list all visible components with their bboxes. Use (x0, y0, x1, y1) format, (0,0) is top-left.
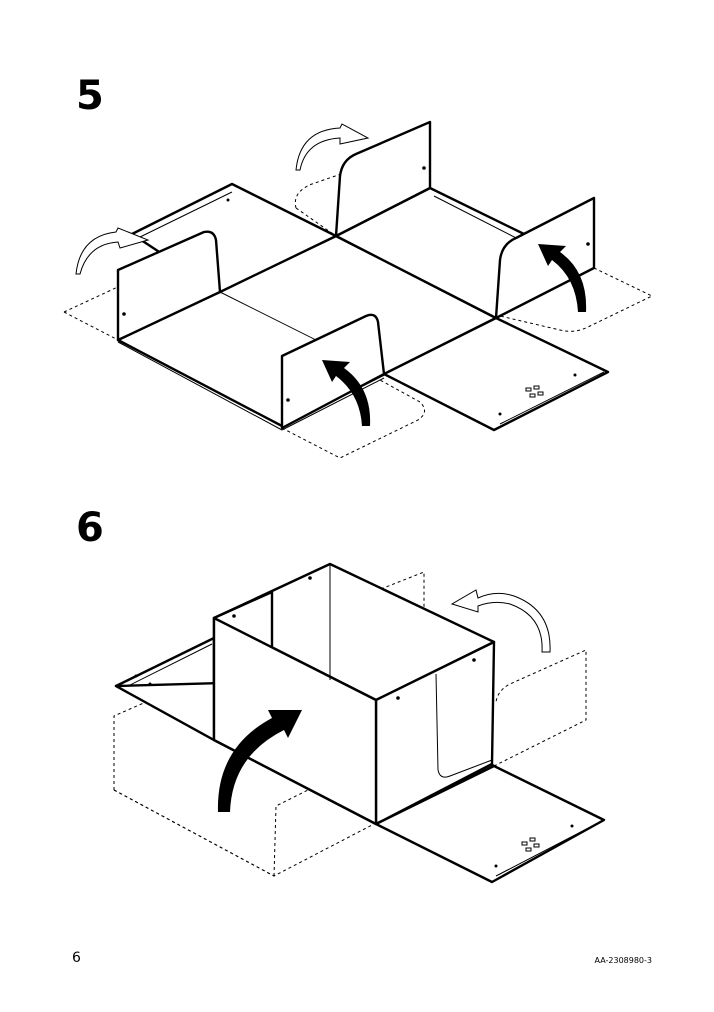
curved-arrow-icon (322, 360, 371, 426)
step-6-illustration (113, 562, 606, 884)
curved-arrow-icon (75, 227, 150, 275)
back-side-wall (334, 120, 432, 238)
curved-arrow-icon (217, 710, 302, 812)
curved-arrow-icon (538, 244, 587, 312)
dashed-flap-outlines (63, 161, 654, 459)
page-number: 6 (72, 950, 81, 966)
panel-holes (494, 824, 574, 868)
left-side-wall (116, 230, 222, 342)
step-number-5: 5 (76, 73, 104, 119)
step-5-illustration (63, 120, 654, 459)
bottom-extension-panel (382, 316, 610, 432)
curved-arrow-icon (295, 123, 370, 171)
fold-arrows (75, 123, 587, 426)
bottom-extension-panel (374, 764, 606, 884)
step-number-6: 6 (76, 505, 104, 551)
panel-holes (226, 198, 577, 416)
curved-arrow-icon (450, 589, 551, 653)
document-code: AA-2308980-3 (594, 956, 652, 965)
fold-arrows (217, 589, 551, 812)
